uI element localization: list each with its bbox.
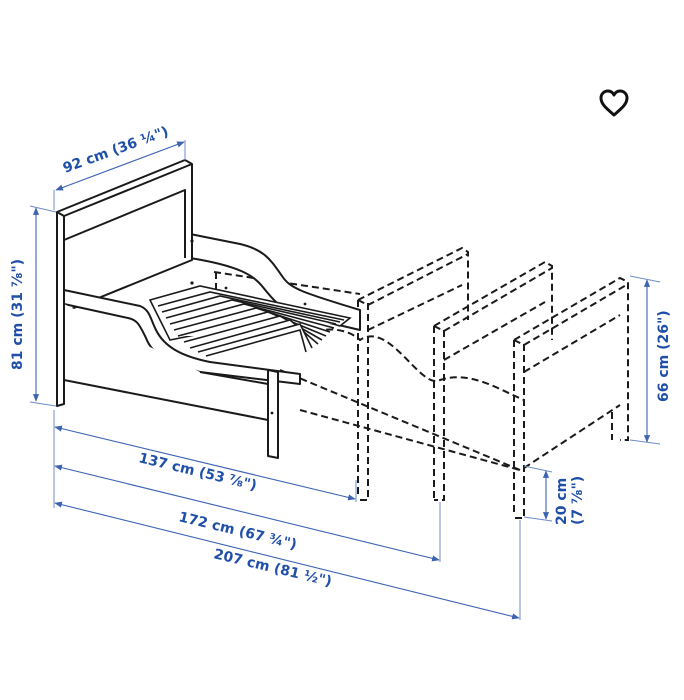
heart-icon [599,89,629,117]
width-label: 92 cm (36 ¼") [61,124,171,177]
bed-frame-solid [56,159,361,459]
length-min-label: 137 cm (53 ⅞") [137,450,258,494]
dimension-lines [29,140,661,620]
clearance-label-line1: 20 cm [554,478,570,525]
extension-sections-dashed [213,246,629,519]
slats [148,285,352,357]
length-max-label: 207 cm (81 ½") [212,546,333,590]
length-mid-label: 172 cm (67 ¾") [177,509,298,553]
height-label: 81 cm (31 ⅞") [10,259,26,370]
clearance-label-line2: (7 ⅞") [570,476,586,525]
favorite-button[interactable] [596,86,632,120]
footboard-height-label: 66 cm (26") [656,310,672,402]
